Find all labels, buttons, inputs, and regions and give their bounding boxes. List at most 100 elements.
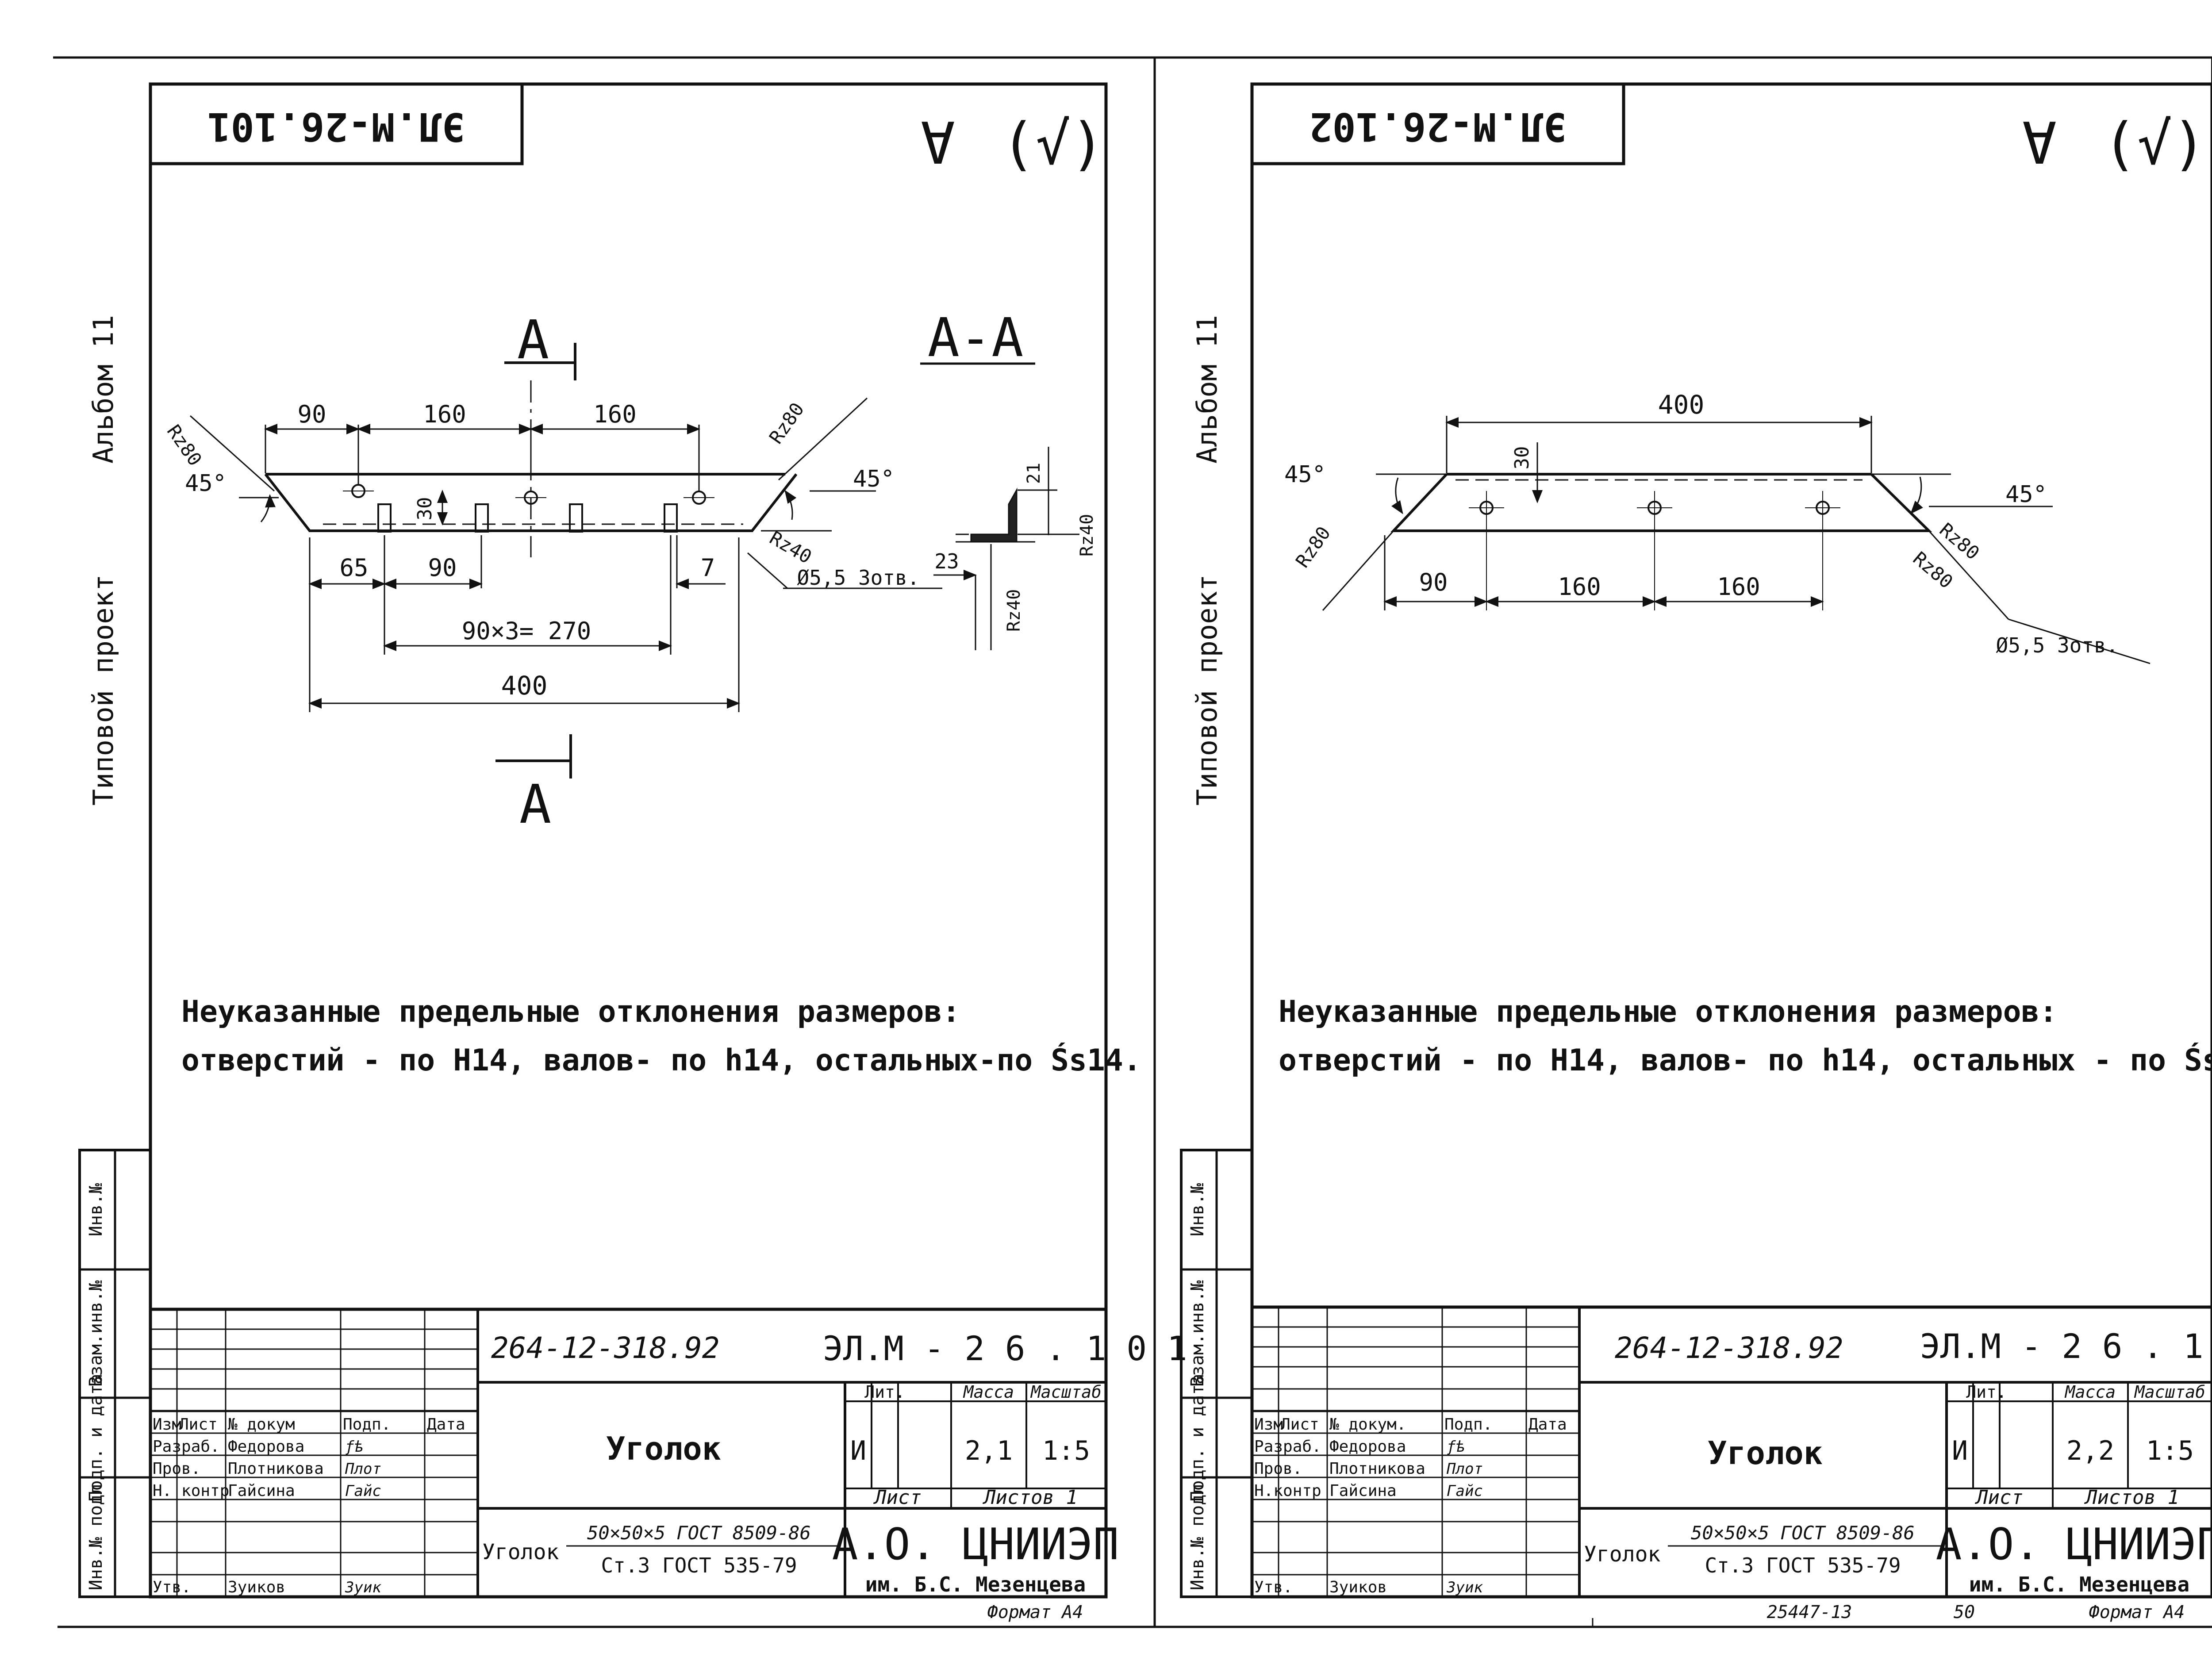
- header-sign: Подп.: [343, 1415, 391, 1434]
- dim-160-a: 160: [1558, 573, 1601, 601]
- angle-drawing: 400 30 90 160 160 45° 45° Rz80 Rz80 Rz80…: [1284, 390, 2151, 664]
- part-title: Уголок: [1708, 1434, 1823, 1472]
- scale-label: Масштаб: [2134, 1382, 2205, 1402]
- lit-value: И: [1952, 1435, 1968, 1466]
- side-cell-inv-podl: Инв.№ подл: [1187, 1484, 1208, 1591]
- role-utv: Утв.: [1254, 1578, 1293, 1596]
- slots: [377, 503, 678, 533]
- dim-30: 30: [1511, 446, 1533, 470]
- side-cell-podp: Подп. и дата: [1187, 1374, 1208, 1502]
- mounting-holes: [343, 484, 714, 505]
- sheet-label: Лист: [873, 1486, 922, 1509]
- lit-label: Лит.: [864, 1382, 905, 1402]
- sheets-label: Листов 1: [2084, 1486, 2179, 1509]
- page-frame: 49: [53, 56, 2212, 1628]
- dim-30: 30: [414, 497, 436, 521]
- sheet-1: ЭЛ.М-26.101 ∀ (√) Альбом 11 Типовой прое…: [78, 82, 1187, 1622]
- role-utv: Утв.: [153, 1578, 191, 1596]
- material-label: Уголок: [1584, 1542, 1660, 1567]
- header-izm: Изм: [153, 1415, 181, 1434]
- header-doc: № докум: [227, 1415, 295, 1434]
- dim-23: 23: [934, 549, 959, 573]
- side-table: Инв.№ подл Подп. и дата Взам.инв.№ Инв.№: [78, 1149, 152, 1598]
- org-name: А.О. ЦНИИЭП: [832, 1519, 1119, 1570]
- dim-90-bot: 90: [428, 554, 457, 582]
- footer-page: 50: [1954, 1602, 1975, 1622]
- holes-note: Ø5,5 3отв.: [797, 566, 920, 590]
- name-prov: Плотникова: [228, 1460, 324, 1478]
- lit-label: Лит.: [1966, 1382, 2007, 1402]
- sign-utv: Зуик: [345, 1579, 381, 1596]
- side-cell-vzam: Взам.инв.№: [1187, 1281, 1208, 1387]
- doc-code: 264-12-318.92: [1615, 1331, 1843, 1365]
- header-izm: Изм: [1254, 1415, 1283, 1434]
- angle-drawing: А А А-А 90 160 160 30: [163, 307, 1097, 836]
- rz80-a: Rz80: [1936, 519, 1984, 564]
- role-razrab: Разраб.: [1254, 1438, 1321, 1456]
- role-nkontr: Н. контр: [153, 1482, 229, 1500]
- scale-label: Масштаб: [1030, 1382, 1102, 1402]
- name-prov: Плотникова: [1329, 1460, 1425, 1478]
- side-cell-inv: Инв.№: [86, 1183, 106, 1236]
- sign-prov: Плот: [345, 1460, 381, 1478]
- section-mark-top: А: [517, 310, 549, 371]
- format-label: Формат А4: [987, 1602, 1083, 1622]
- project-label: Типовой проект: [1191, 575, 1223, 806]
- material-bottom: Ст.3 ГОСТ 535-79: [601, 1553, 797, 1577]
- sign-nkontr: Гайс: [345, 1482, 381, 1500]
- dim-160-b: 160: [1717, 573, 1760, 601]
- angle-45-left: 45°: [185, 470, 227, 497]
- section-mark-bottom: А: [519, 774, 551, 836]
- dim-400: 400: [1658, 390, 1705, 420]
- sign-razrab: ƒѣ: [1447, 1438, 1465, 1456]
- rz80-left: Rz80: [1291, 522, 1335, 571]
- tolerance-note-line1: Неуказанные предельные отклонения размер…: [181, 994, 960, 1029]
- sheets-label: Листов 1: [982, 1486, 1078, 1509]
- tolerance-note-line1: Неуказанные предельные отклонения размер…: [1279, 994, 2057, 1029]
- header-date: Дата: [1528, 1415, 1567, 1434]
- album-label: Альбом 11: [87, 315, 119, 464]
- material-bottom: Ст.3 ГОСТ 535-79: [1705, 1553, 1901, 1577]
- doc-code: 264-12-318.92: [491, 1331, 720, 1365]
- roughness-symbol: ∀: [2022, 110, 2057, 177]
- angle-45-right: 45°: [853, 466, 895, 492]
- mass-label: Масса: [963, 1382, 1014, 1402]
- name-razrab: Федорова: [228, 1438, 304, 1456]
- dim-7: 7: [701, 554, 715, 582]
- side-cell-vzam: Взам.инв.№: [86, 1281, 106, 1387]
- dim-160-b: 160: [593, 400, 637, 428]
- scale-value: 1:5: [2146, 1435, 2194, 1466]
- rz80-right: Rz80: [765, 399, 808, 448]
- sheet-2: ЭЛ.М-26.102 ∀ (√) Альбом 11 Типовой прое…: [1180, 82, 2212, 1627]
- header-date: Дата: [427, 1415, 465, 1434]
- sheet-label: Лист: [1974, 1486, 2023, 1509]
- header-list: Лист: [1281, 1415, 1319, 1434]
- dim-21: 21: [1024, 463, 1044, 484]
- header-doc: № докум.: [1329, 1415, 1406, 1434]
- title-block: Изм Лист № докум. Подп. Дата Разраб. Фед…: [1250, 1305, 2212, 1599]
- sheet-stamp: ЭЛ.М-26.101: [207, 104, 465, 150]
- dim-400: 400: [501, 671, 548, 701]
- org-name: А.О. ЦНИИЭП: [1936, 1519, 2212, 1570]
- angle-45-left: 45°: [1284, 461, 1326, 488]
- name-nkontr: Гайсина: [228, 1482, 295, 1500]
- sign-prov: Плот: [1446, 1460, 1483, 1478]
- doc-number: ЭЛ.М - 2 6 . 1 0 1: [823, 1329, 1187, 1368]
- role-prov: Пров.: [1254, 1460, 1302, 1478]
- format-label: Формат А4: [2089, 1602, 2185, 1622]
- mass-value: 2,1: [965, 1435, 1013, 1466]
- mass-label: Масса: [2064, 1382, 2116, 1402]
- name-razrab: Федорова: [1329, 1438, 1406, 1456]
- role-razrab: Разраб.: [153, 1438, 220, 1456]
- sign-utv: Зуик: [1446, 1579, 1483, 1596]
- scale-value: 1:5: [1042, 1435, 1090, 1466]
- mounting-holes: [1469, 491, 1840, 610]
- holes-note: Ø5,5 3отв.: [1996, 633, 2119, 657]
- name-utv: Зуиков: [1329, 1578, 1387, 1596]
- album-label: Альбом 11: [1191, 315, 1223, 464]
- side-cell-inv: Инв.№: [1187, 1183, 1208, 1236]
- dim-270: 90×3= 270: [462, 617, 591, 645]
- role-nkontr: Н.контр: [1254, 1482, 1321, 1500]
- dim-160-a: 160: [423, 400, 466, 428]
- part-title: Уголок: [606, 1430, 721, 1467]
